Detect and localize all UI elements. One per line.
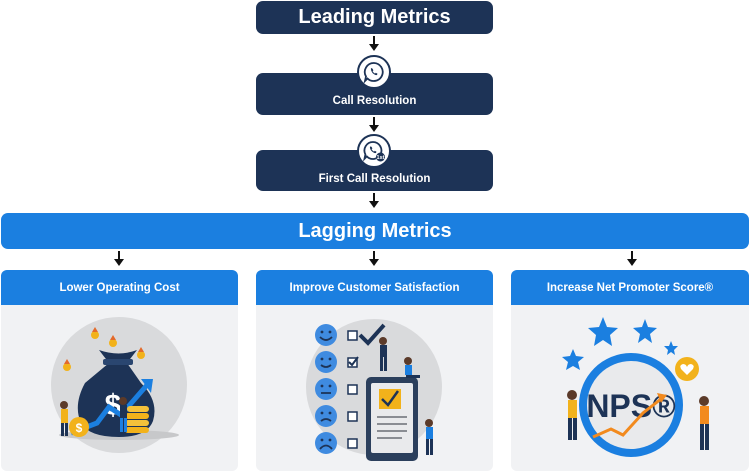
outcome-label: Increase Net Promoter Score®: [546, 281, 714, 294]
increase-nps-box: Increase Net Promoter Score®: [511, 270, 749, 305]
svg-text:$: $: [76, 421, 83, 435]
outcome-label: Lower Operating Cost: [59, 281, 180, 294]
first-call-resolution-label: First Call Resolution: [318, 172, 431, 185]
survey-faces-illustration: [306, 319, 442, 461]
improve-satisfaction-panel: [256, 305, 493, 471]
money-bag-illustration: $ $: [51, 317, 187, 453]
lagging-metrics-box: Lagging Metrics: [1, 213, 749, 249]
phone-chat-icon: [357, 55, 391, 89]
arrow-down-icon: [369, 117, 379, 132]
arrow-down-icon: [114, 251, 124, 266]
svg-text:1st: 1st: [377, 155, 385, 161]
leading-metrics-box: Leading Metrics: [256, 1, 493, 34]
increase-nps-panel: NPS®: [511, 305, 749, 471]
arrow-down-icon: [369, 193, 379, 208]
lower-operating-cost-box: Lower Operating Cost: [1, 270, 238, 305]
arrow-down-icon: [369, 251, 379, 266]
phone-chat-first-icon: 1st: [357, 134, 391, 168]
arrow-down-icon: [369, 36, 379, 51]
outcome-label: Improve Customer Satisfaction: [289, 281, 460, 294]
nps-illustration: NPS®: [562, 317, 709, 457]
improve-satisfaction-box: Improve Customer Satisfaction: [256, 270, 493, 305]
call-resolution-label: Call Resolution: [332, 95, 417, 107]
lagging-metrics-title: Lagging Metrics: [298, 219, 452, 242]
arrow-down-icon: [627, 251, 637, 266]
lower-operating-cost-panel: $ $: [1, 305, 238, 471]
nps-badge-text: NPS®: [586, 388, 676, 424]
leading-metrics-title: Leading Metrics: [298, 6, 451, 28]
